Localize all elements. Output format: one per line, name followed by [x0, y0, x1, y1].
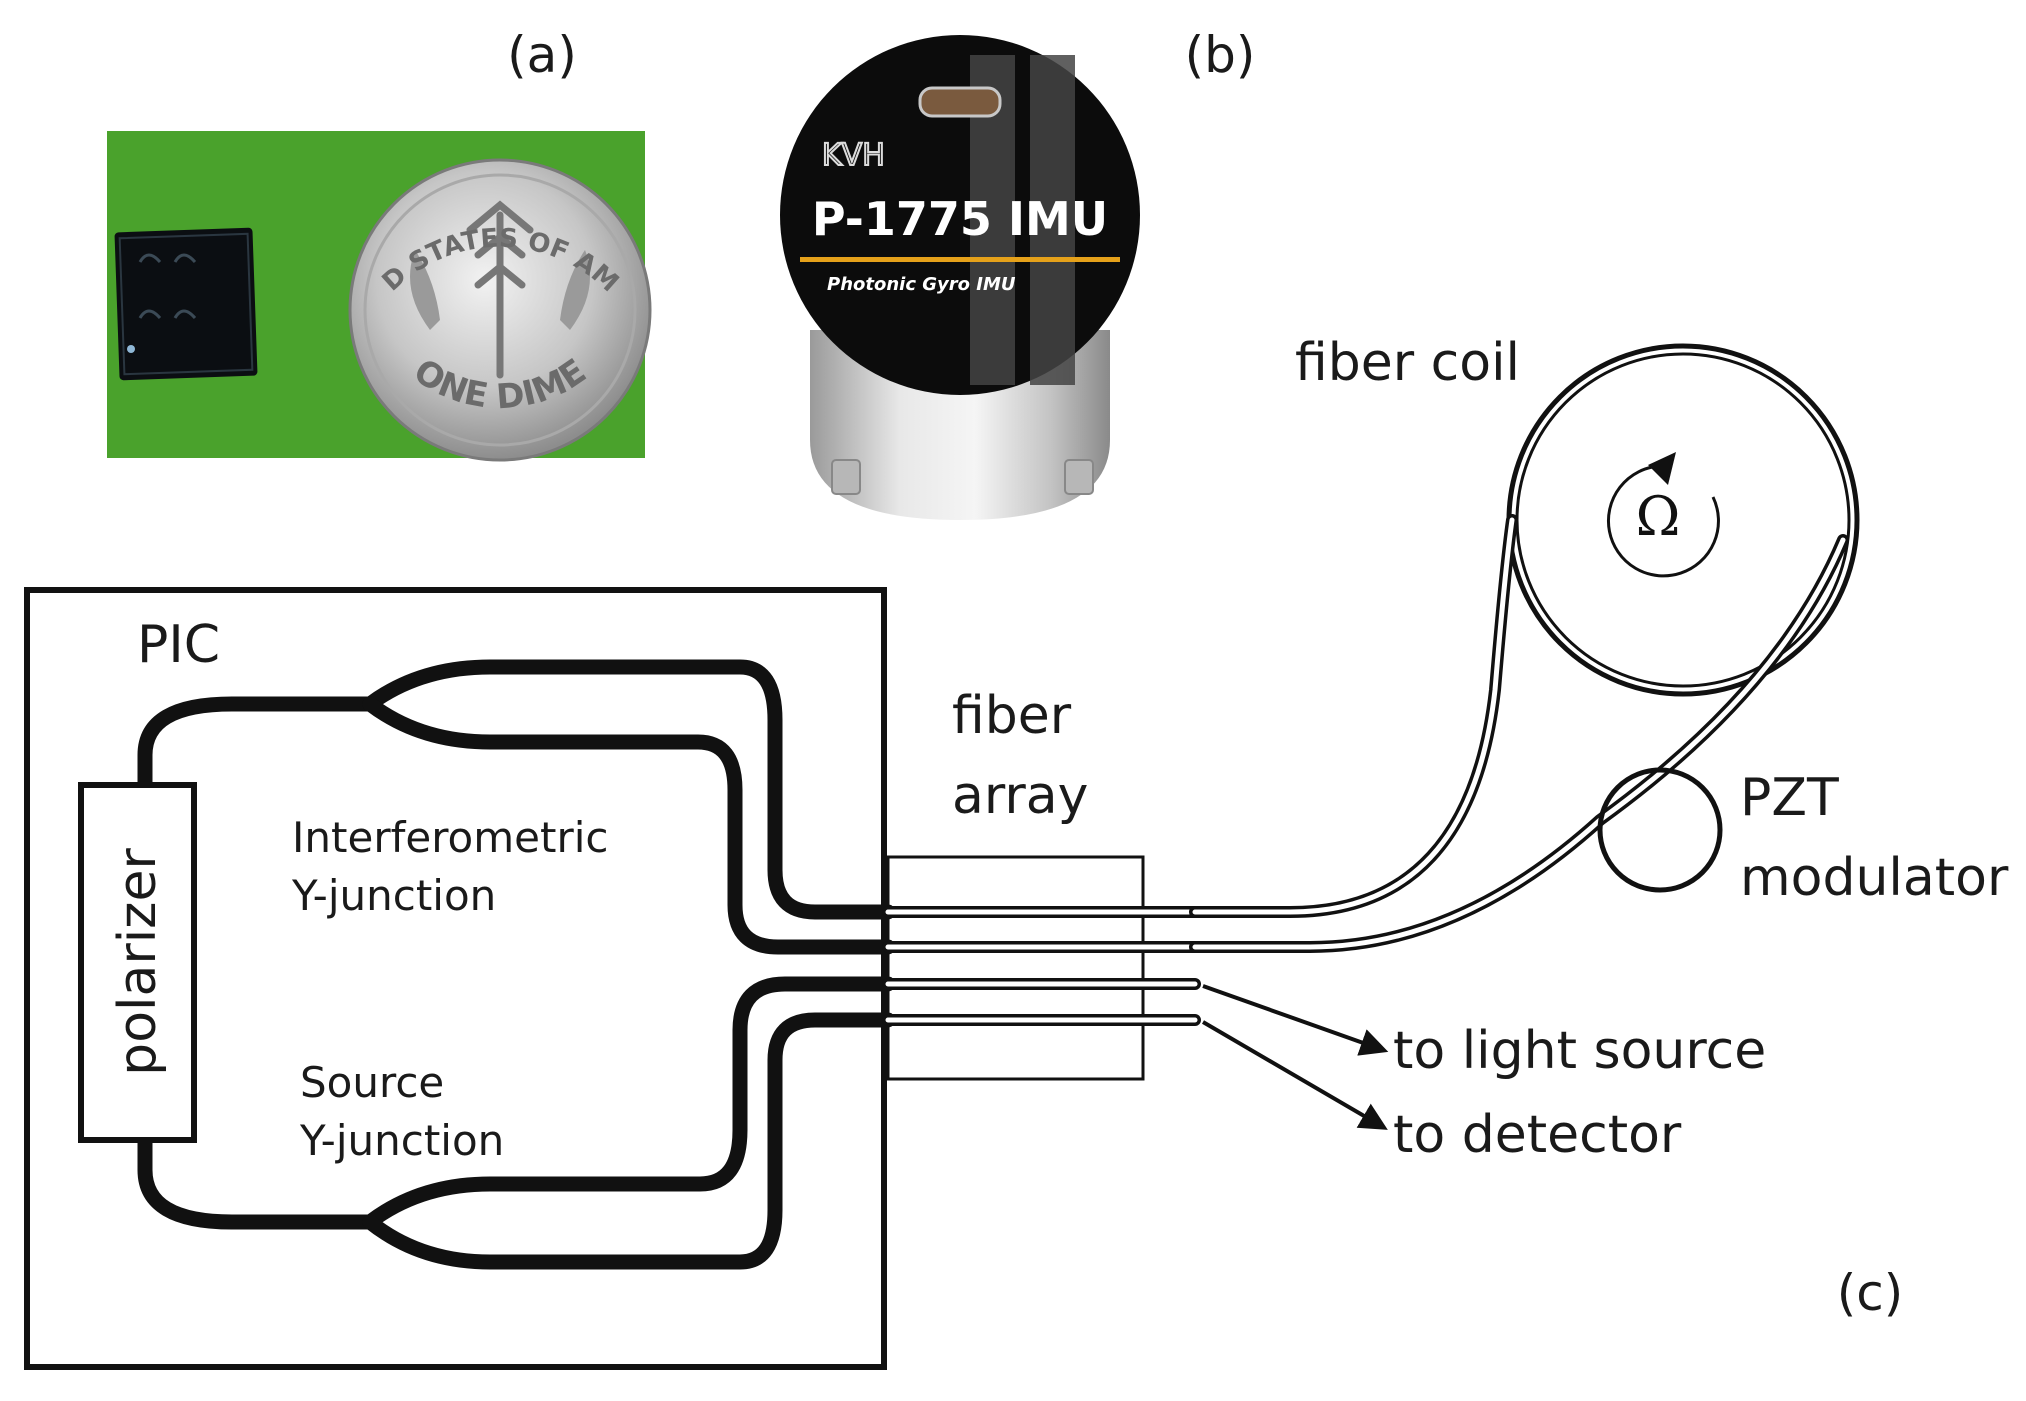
interferometric-label-2: Y-junction — [291, 871, 496, 920]
imu-brand: KVH — [822, 138, 885, 173]
panel-label-a: (a) — [507, 26, 577, 84]
waveguides — [137, 659, 896, 1270]
panel-label-b: (b) — [1185, 26, 1256, 84]
panel-label-c: (c) — [1837, 1264, 1904, 1322]
fiber-array-label-2: array — [952, 766, 1088, 826]
imu-subtitle: Photonic Gyro IMU — [827, 274, 1016, 295]
chip-photo — [114, 227, 258, 381]
to-light-source-label: to light source — [1393, 1021, 1766, 1081]
pzt-label-1: PZT — [1740, 768, 1839, 828]
to-detector-label: to detector — [1393, 1105, 1682, 1165]
fiber-array-label-1: fiber — [952, 686, 1072, 746]
imu-photo: KVH P-1775 IMU Photonic Gyro IMU — [780, 35, 1140, 520]
array-fibers — [882, 906, 1201, 1026]
imu-model: P-1775 IMU — [812, 192, 1108, 246]
omega-symbol: Ω — [1636, 485, 1681, 548]
fiber-array-box — [886, 855, 1145, 1081]
interferometric-label-1: Interferometric — [292, 813, 609, 862]
pzt-modulator: PZT modulator — [1597, 767, 2009, 908]
fiber-array: fiber array — [882, 686, 1201, 1081]
arrow-icon — [1202, 984, 1389, 1056]
arrow-icon — [1201, 1020, 1388, 1130]
pic-diagram: PIC polarizer Interferometric Y-junction… — [24, 587, 896, 1370]
polarizer-box — [78, 782, 197, 1143]
pic-label: PIC — [137, 615, 220, 675]
rotation-arrow-icon — [1607, 464, 1720, 578]
output-arrows: to light source to detector — [1201, 984, 1766, 1165]
source-label-1: Source — [300, 1058, 444, 1107]
pzt-label-2: modulator — [1740, 848, 2009, 908]
source-label-2: Y-junction — [299, 1116, 504, 1165]
fiber-coil-label: fiber coil — [1295, 333, 1520, 393]
polarizer-label: polarizer — [108, 848, 168, 1076]
